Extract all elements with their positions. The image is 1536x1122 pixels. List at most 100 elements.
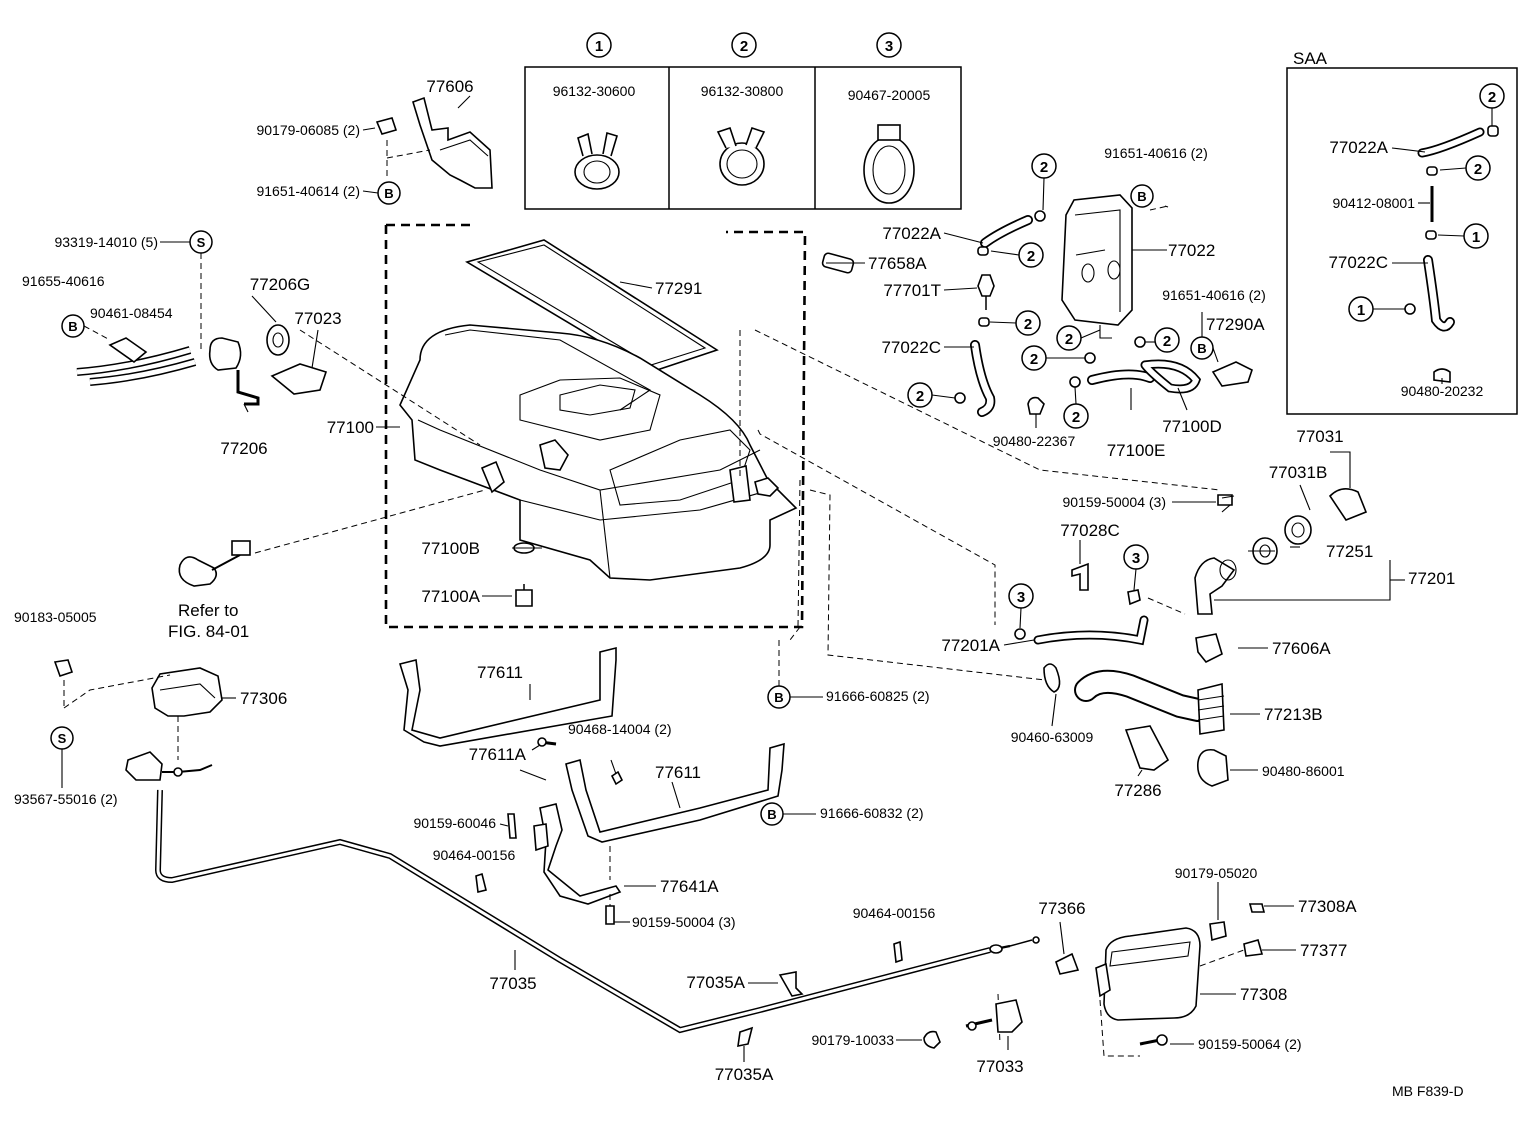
marker-B-2: B xyxy=(68,319,77,334)
marker-B-5: B xyxy=(774,690,783,705)
saa-marker-c: 1 xyxy=(1472,229,1480,246)
label-90468-14004: 90468-14004 (2) xyxy=(568,721,672,737)
saa-marker-d: 1 xyxy=(1357,302,1365,319)
marker-3-a: 3 xyxy=(1132,550,1140,567)
label-91651-40614: 91651-40614 (2) xyxy=(256,183,360,199)
label-77606A: 77606A xyxy=(1272,639,1331,658)
label-77035: 77035 xyxy=(489,974,536,993)
label-77658A: 77658A xyxy=(868,254,927,273)
label-90460-63009: 90460-63009 xyxy=(1011,729,1094,745)
clip-part-2: 96132-30800 xyxy=(701,83,784,99)
label-77100B: 77100B xyxy=(421,539,480,558)
marker-2-a: 2 xyxy=(1040,159,1048,176)
label-90480-86001: 90480-86001 xyxy=(1262,763,1345,779)
label-77031B: 77031B xyxy=(1269,463,1328,482)
label-90179-06085: 90179-06085 (2) xyxy=(256,122,360,138)
marker-B-4: B xyxy=(1197,341,1206,356)
fuel-tank-group xyxy=(384,223,855,629)
label-77100A: 77100A xyxy=(421,587,480,606)
label-77206: 77206 xyxy=(220,439,267,458)
lock-77306: S xyxy=(50,659,236,788)
marker-B-1: B xyxy=(384,186,393,201)
straps-77611: B B xyxy=(398,479,823,925)
label-91666-60825: 91666-60825 (2) xyxy=(826,688,930,704)
label-91651-40616-a: 91651-40616 (2) xyxy=(1104,145,1208,161)
circle-markers-mid: 2 2 2 2 2 2 2 2 3 3 xyxy=(907,153,1180,629)
filler-neck-group xyxy=(809,451,1405,787)
clip-part-3: 90467-20005 xyxy=(848,87,931,103)
part-labels: 77606 90179-06085 (2) 91651-40614 (2) 93… xyxy=(14,77,1464,1099)
clip-marker-1 xyxy=(586,32,612,58)
label-90179-05020: 90179-05020 xyxy=(1175,865,1258,881)
saa-label-90480: 90480-20232 xyxy=(1401,383,1484,399)
clip-marker-2-text: 2 xyxy=(740,38,748,55)
label-77206G: 77206G xyxy=(250,275,311,294)
label-77641A: 77641A xyxy=(660,877,719,896)
label-refer-to: Refer to xyxy=(178,601,238,620)
sender-gauge-group: S B xyxy=(61,230,481,446)
label-77306: 77306 xyxy=(240,689,287,708)
label-90179-10033: 90179-10033 xyxy=(811,1032,894,1048)
label-90461-08454: 90461-08454 xyxy=(90,305,173,321)
label-77377: 77377 xyxy=(1300,941,1347,960)
label-77022A: 77022A xyxy=(882,224,941,243)
label-90159-60046: 90159-60046 xyxy=(413,815,496,831)
heat-insulator-part xyxy=(465,239,719,373)
harness-connector xyxy=(178,489,486,587)
saa-box: SAA 77022A 90412-08001 77022C 90480-2023… xyxy=(1286,49,1518,415)
label-77366: 77366 xyxy=(1038,899,1085,918)
marker-S-2: S xyxy=(58,731,67,746)
marker-B-6: B xyxy=(767,807,776,822)
label-90159-50064: 90159-50064 (2) xyxy=(1198,1036,1302,1052)
saa-title: SAA xyxy=(1293,49,1328,68)
label-90464-00156-a: 90464-00156 xyxy=(433,847,516,863)
clip-marker-1-text: 1 xyxy=(595,38,603,55)
cable-77035 xyxy=(125,751,1040,1034)
label-91651-40616-b: 91651-40616 (2) xyxy=(1162,287,1266,303)
figure-reference: MB F839-D xyxy=(1392,1083,1464,1099)
label-77286: 77286 xyxy=(1114,781,1161,800)
clip-drawing-3 xyxy=(863,124,915,204)
label-77023: 77023 xyxy=(294,309,341,328)
fuel-lid-group xyxy=(737,882,1296,1062)
clip-drawing-1 xyxy=(574,131,620,190)
fuel-tank-body xyxy=(399,324,798,581)
label-91655-40616: 91655-40616 xyxy=(22,273,105,289)
label-77201A: 77201A xyxy=(941,636,1000,655)
label-77251: 77251 xyxy=(1326,542,1373,561)
label-77100E: 77100E xyxy=(1107,441,1166,460)
marker-2-c: 2 xyxy=(1024,316,1032,333)
clip-part-1: 96132-30600 xyxy=(553,83,636,99)
clip-marker-3-text: 3 xyxy=(885,38,893,55)
label-refer-fig: FIG. 84-01 xyxy=(168,622,249,641)
label-77611-b: 77611 xyxy=(655,763,701,782)
label-77035A-a: 77035A xyxy=(686,973,745,992)
canister-group: B B xyxy=(739,184,1253,625)
saa-label-77022C: 77022C xyxy=(1328,253,1388,272)
label-77290A: 77290A xyxy=(1206,315,1265,334)
label-77308A: 77308A xyxy=(1298,897,1357,916)
label-90183-05005: 90183-05005 xyxy=(14,609,97,625)
label-90464-00156-b: 90464-00156 xyxy=(853,905,936,921)
label-77028C: 77028C xyxy=(1060,521,1120,540)
marker-2-b: 2 xyxy=(1027,248,1035,265)
label-77611-a: 77611 xyxy=(477,663,523,682)
label-77201: 77201 xyxy=(1408,569,1455,588)
clip-table: 1 2 3 96132-30600 96132-30800 90467-2000… xyxy=(524,32,962,210)
saa-label-77022A: 77022A xyxy=(1329,138,1388,157)
label-77213B: 77213B xyxy=(1264,705,1323,724)
label-90159-50004-a: 90159-50004 (3) xyxy=(1062,494,1166,510)
label-77033: 77033 xyxy=(976,1057,1023,1076)
label-77022: 77022 xyxy=(1168,241,1215,260)
label-93567-55016: 93567-55016 (2) xyxy=(14,791,118,807)
label-90159-50004-b: 90159-50004 (3) xyxy=(632,914,736,930)
label-77022C: 77022C xyxy=(881,338,941,357)
misc-hardware xyxy=(251,95,1235,827)
marker-2-f: 2 xyxy=(1030,351,1038,368)
marker-2-g: 2 xyxy=(1072,409,1080,426)
clip-drawing-2 xyxy=(716,126,766,186)
label-77100D: 77100D xyxy=(1162,417,1222,436)
label-77606: 77606 xyxy=(426,77,473,96)
clip-marker-2 xyxy=(731,32,757,58)
